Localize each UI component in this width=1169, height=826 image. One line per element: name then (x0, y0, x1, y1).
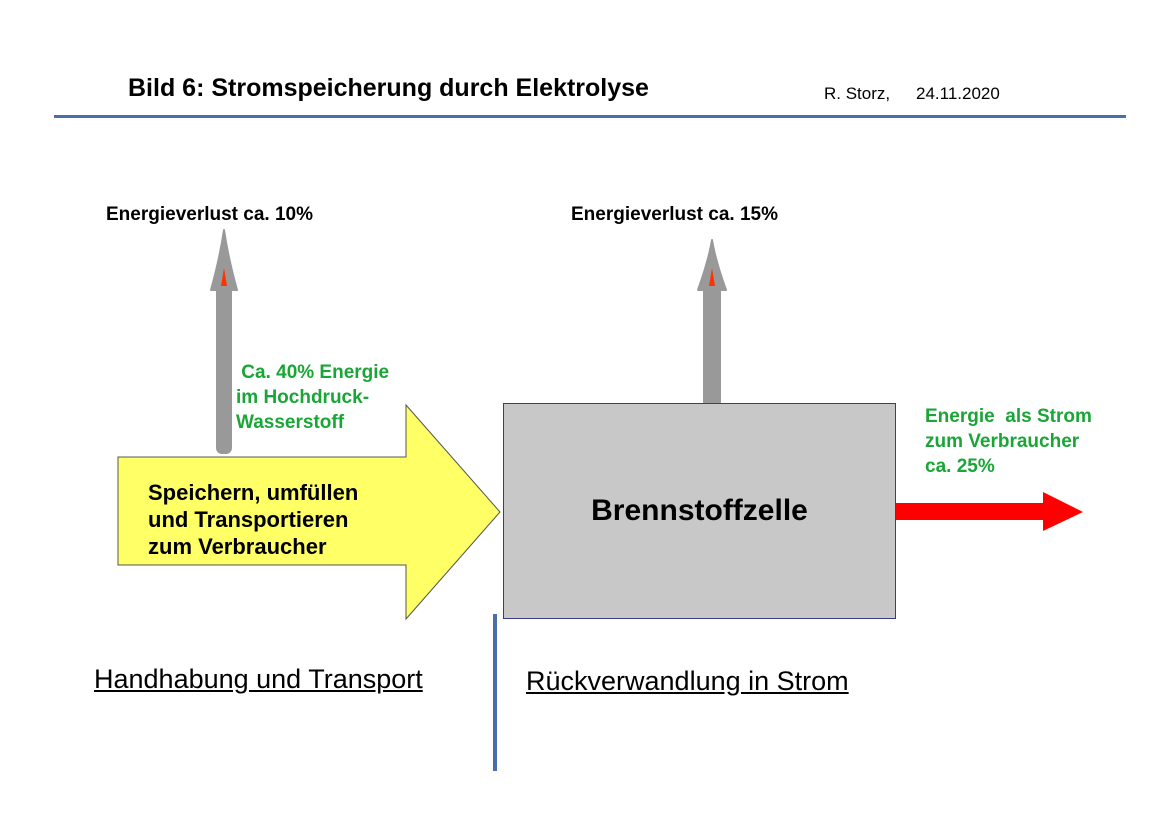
storage-arrow-line-1: Speichern, umfüllen (148, 480, 359, 505)
storage-arrow-label: Speichern, umfüllen und Transportieren z… (148, 479, 358, 560)
output-note-line-3: ca. 25% (925, 456, 995, 477)
storage-note-line-1: Ca. 40% Energie (236, 362, 390, 383)
fuel-cell-box (503, 403, 896, 619)
loss-label-left: Energieverlust ca. 10% (106, 204, 313, 225)
header-divider (54, 115, 1126, 118)
section-divider (493, 614, 497, 771)
storage-block-arrow (117, 403, 501, 621)
storage-note-line-3: Wasserstoff (236, 412, 345, 433)
storage-arrow-line-2: und Transportieren (148, 507, 349, 532)
author: R. Storz, (824, 84, 891, 103)
output-note: Energie als Strom zum Verbraucher ca. 25… (925, 404, 1092, 479)
page-title: Bild 6: Stromspeicherung durch Elektroly… (128, 74, 649, 102)
output-note-line-2: zum Verbraucher (925, 431, 1080, 452)
loss-arrow-right (697, 239, 727, 408)
storage-arrow-line-3: zum Verbraucher (148, 534, 327, 559)
loss-arrow-left (210, 229, 238, 454)
caption-left: Handhabung und Transport (94, 664, 423, 694)
storage-note: Ca. 40% Energie im Hochdruck- Wasserstof… (236, 360, 389, 435)
date: 24.11.2020 (916, 84, 1000, 103)
caption-right: Rückverwandlung in Strom (526, 666, 849, 696)
loss-arrow-right-tip-icon (709, 268, 715, 286)
storage-note-line-2: im Hochdruck- (236, 387, 370, 408)
output-note-line-1: Energie als Strom (925, 406, 1092, 427)
loss-arrow-left-tip-icon (221, 268, 227, 286)
loss-label-right: Energieverlust ca. 15% (571, 204, 778, 225)
output-arrow (896, 492, 1083, 531)
fuel-cell-label: Brennstoffzelle (591, 494, 808, 527)
